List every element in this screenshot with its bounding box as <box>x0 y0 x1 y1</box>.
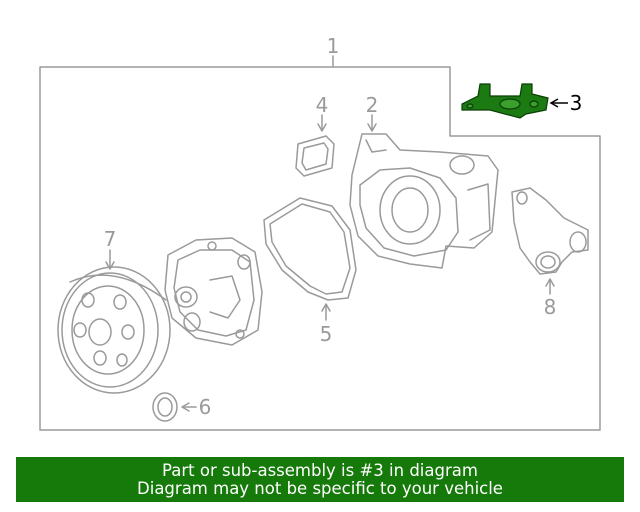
callout-6: 6 <box>199 395 212 419</box>
callout-arrow-7 <box>105 261 115 270</box>
callout-3: 3 <box>570 91 583 115</box>
part-thermostat-housing <box>511 187 589 275</box>
part-square-seal <box>295 135 335 177</box>
part-seal <box>152 392 178 422</box>
callout-4: 4 <box>316 93 329 117</box>
callout-2: 2 <box>366 93 379 117</box>
callout-7: 7 <box>104 227 117 251</box>
part-gasket <box>263 197 357 301</box>
assembly-outline <box>39 66 601 431</box>
part-pulley <box>57 266 171 394</box>
water-pump-exploded-diagram: 1 2 3 4 5 6 7 8 <box>39 34 601 431</box>
callout-arrow-5 <box>321 303 331 312</box>
callout-arrow-8 <box>545 278 555 287</box>
callout-1: 1 <box>327 34 340 58</box>
banner-line-disclaimer: Diagram may not be specific to your vehi… <box>137 479 503 498</box>
part-bracket-highlighted <box>461 83 549 119</box>
callout-8: 8 <box>544 295 557 319</box>
callout-arrow-2 <box>367 123 377 132</box>
callout-5: 5 <box>320 322 333 346</box>
callout-arrow-3 <box>549 98 559 108</box>
part-housing <box>349 133 499 269</box>
part-pump-body <box>164 237 263 346</box>
banner-line-part: Part or sub-assembly is #3 in diagram <box>162 461 478 480</box>
callout-arrow-4 <box>317 123 327 132</box>
callout-arrow-6 <box>181 402 190 412</box>
info-banner: Part or sub-assembly is #3 in diagram Di… <box>16 457 624 502</box>
